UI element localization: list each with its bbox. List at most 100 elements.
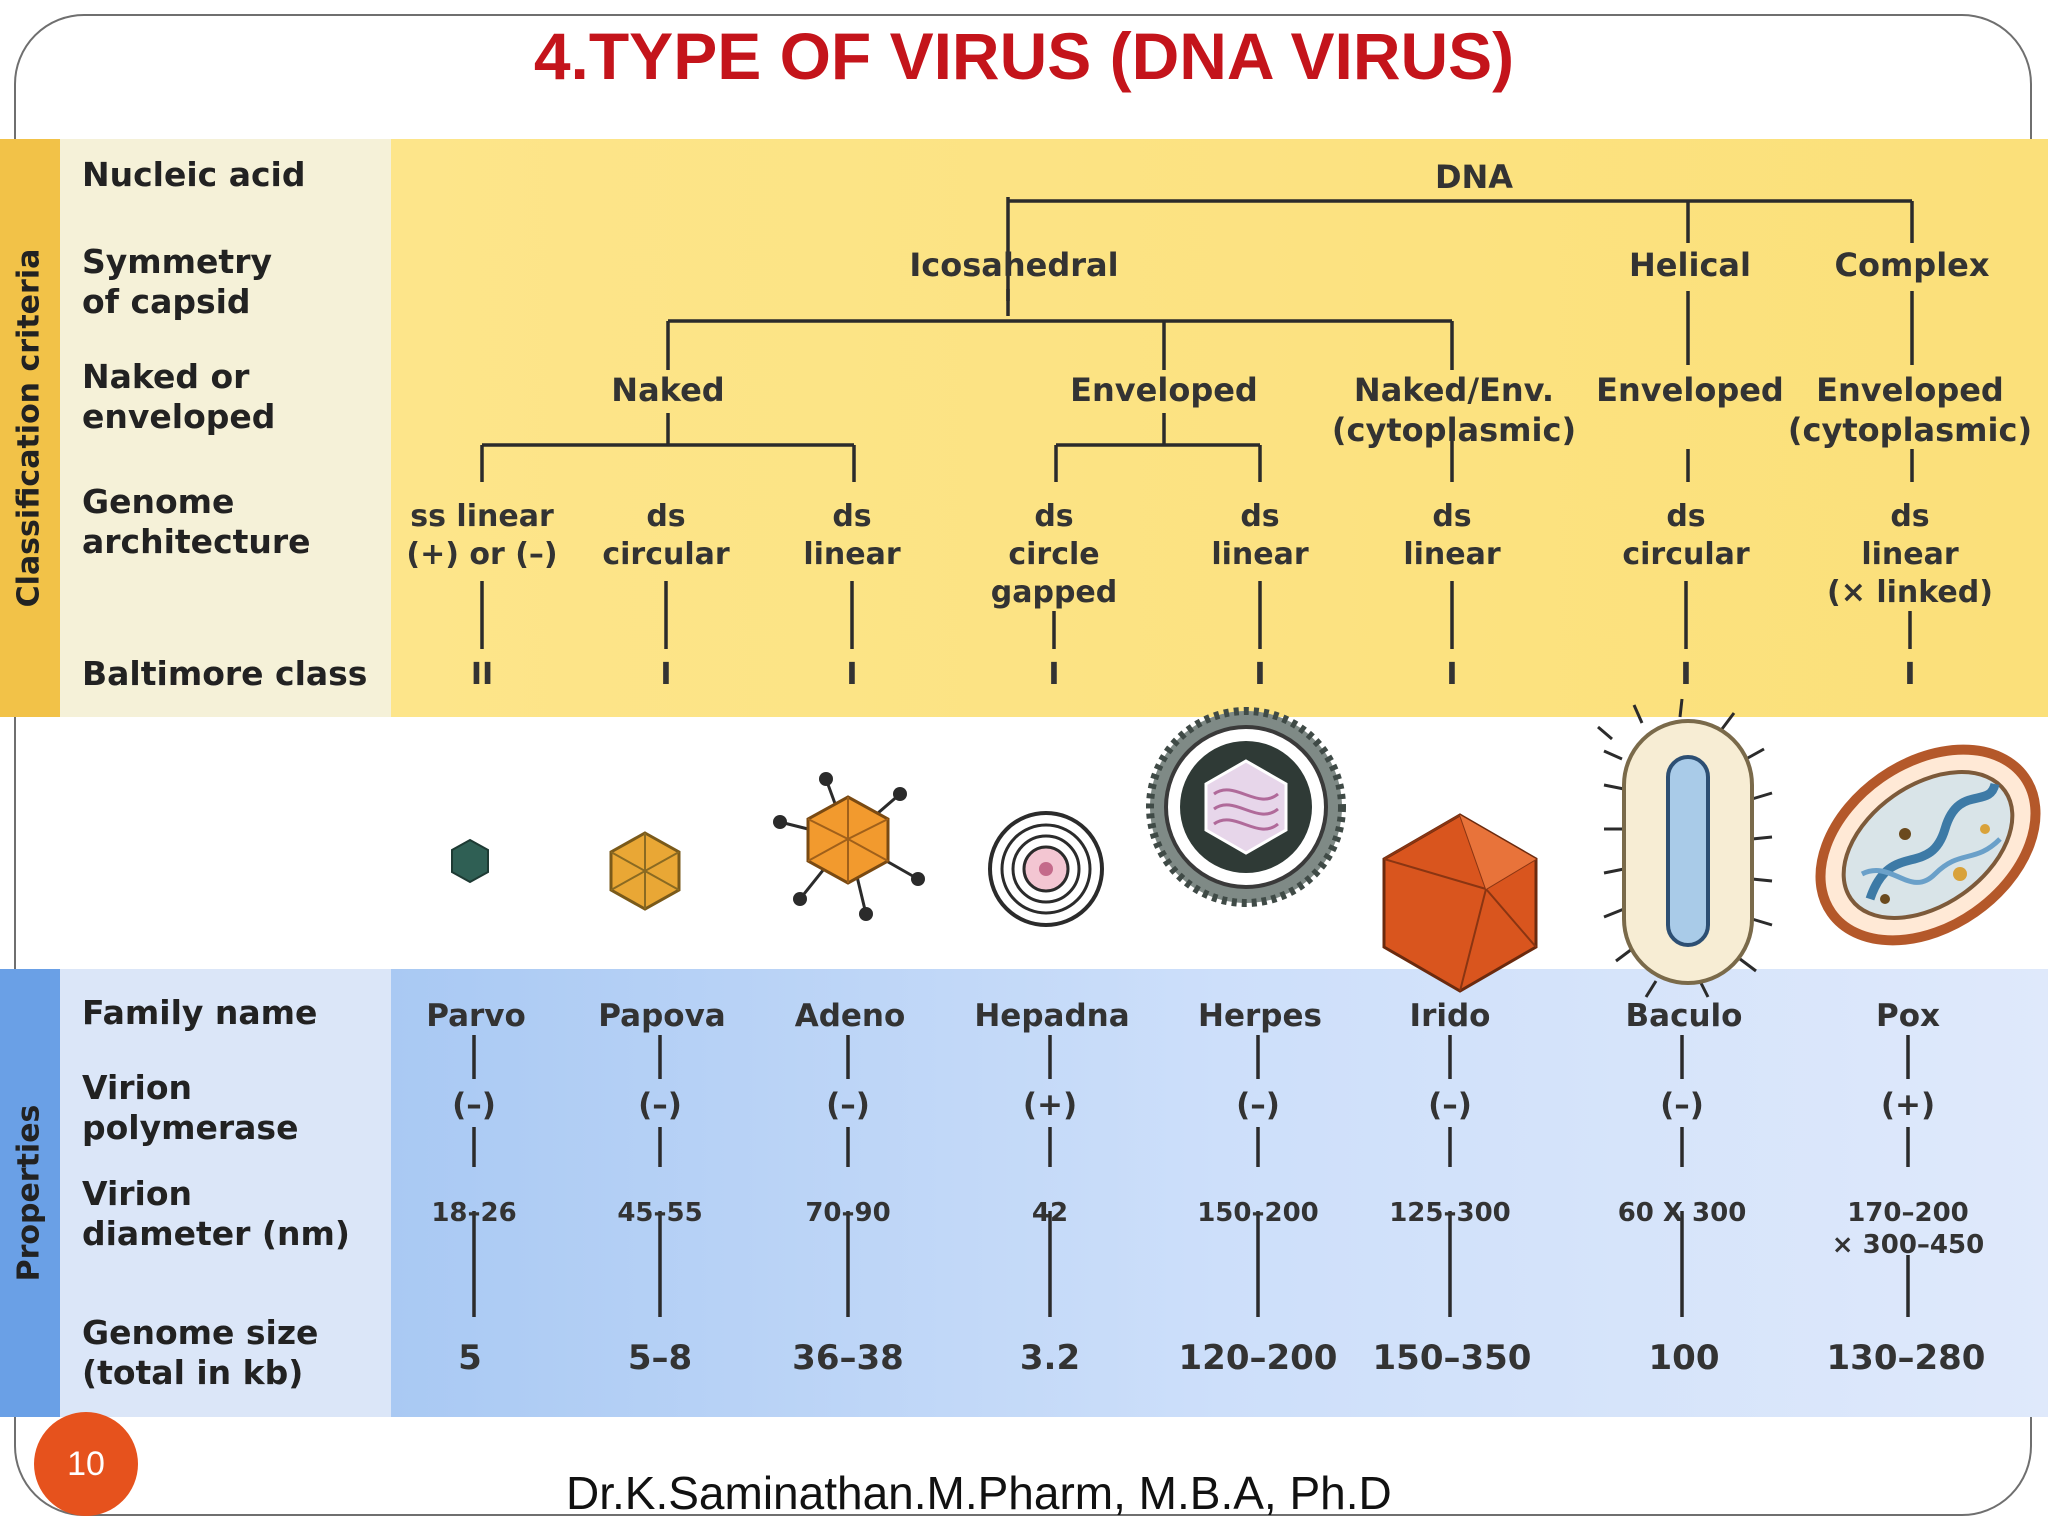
node-dna: DNA: [1435, 158, 1513, 196]
baltimore-hepadna: I: [1048, 657, 1059, 692]
virion-irido-illustration: [1382, 813, 1538, 993]
family-irido: Irido: [1410, 998, 1491, 1034]
virion-herpes-illustration: [1146, 707, 1346, 907]
family-hepadna: Hepadna: [974, 998, 1129, 1034]
classification-tree-lines: [472, 197, 1914, 1317]
dna-virus-classification-figure: Classification criteria Properties Nucle…: [0, 139, 2048, 1417]
classification-label-panel: [60, 139, 391, 717]
family-papova: Papova: [598, 998, 725, 1034]
classification-side-bar: [0, 139, 60, 717]
genome-size-adeno: 36–38: [792, 1338, 904, 1378]
virion-parvo-illustration: [451, 838, 489, 884]
genome-hepadna-line3: gapped: [991, 575, 1118, 610]
family-adeno: Adeno: [795, 998, 906, 1034]
diameter-parvo: 18–26: [431, 1198, 516, 1228]
virion-baculo-illustration: [1597, 698, 1773, 998]
diameter-baculo: 60 X 300: [1618, 1198, 1747, 1228]
node-helical-enveloped: Enveloped: [1596, 371, 1784, 409]
virion-adeno-illustration: [773, 772, 925, 921]
properties-side-bar: [0, 969, 60, 1417]
diameter-pox-line1: 170–200: [1847, 1198, 1969, 1228]
row-label-baltimore: Baltimore class: [82, 654, 367, 693]
virion-papova-illustration: [609, 831, 681, 911]
genome-adeno-line1: ds: [832, 499, 871, 534]
row-label-diameter-line2: diameter (nm): [82, 1214, 350, 1253]
genome-size-papova: 5–8: [628, 1338, 692, 1378]
genome-size-parvo: 5: [458, 1338, 482, 1378]
row-label-family: Family name: [82, 993, 317, 1032]
diameter-hepadna: 42: [1032, 1198, 1068, 1228]
genome-parvo-line2: (+) or (–): [406, 537, 557, 572]
slide-title: 4.TYPE OF VIRUS (DNA VIRUS): [533, 19, 1515, 93]
genome-size-herpes: 120–200: [1179, 1338, 1338, 1378]
polymerase-herpes: (–): [1236, 1087, 1280, 1123]
classification-criteria-label: Classification criteria: [12, 249, 47, 608]
node-complex-enveloped-line1: Enveloped: [1816, 371, 2004, 409]
genome-baculo-line1: ds: [1666, 499, 1705, 534]
polymerase-irido: (–): [1428, 1087, 1472, 1123]
baltimore-papova: I: [660, 657, 671, 692]
genome-herpes-line1: ds: [1240, 499, 1279, 534]
polymerase-parvo: (–): [452, 1087, 496, 1123]
diameter-adeno: 70–90: [805, 1198, 890, 1228]
diameter-irido: 125–300: [1389, 1198, 1511, 1228]
genome-size-pox: 130–280: [1827, 1338, 1986, 1378]
node-naked-env-line2: (cytoplasmic): [1332, 411, 1576, 449]
family-baculo: Baculo: [1626, 998, 1743, 1034]
genome-pox-line1: ds: [1890, 499, 1929, 534]
genome-size-baculo: 100: [1649, 1338, 1720, 1378]
properties-label: Properties: [12, 1105, 47, 1282]
genome-hepadna-line1: ds: [1034, 499, 1073, 534]
genome-irido-line2: linear: [1403, 537, 1501, 572]
virion-pox-illustration: [1815, 744, 2041, 946]
genome-herpes-line2: linear: [1211, 537, 1309, 572]
properties-panel: [391, 969, 2048, 1417]
row-label-naked-line2: enveloped: [82, 397, 275, 436]
author-footer: Dr.K.Saminathan.M.Pharm, M.B.A, Ph.D: [566, 1467, 1392, 1519]
row-label-genome-size-line1: Genome size: [82, 1313, 318, 1352]
polymerase-adeno: (–): [826, 1087, 870, 1123]
virion-hepadna-illustration: [988, 811, 1104, 927]
baltimore-baculo: I: [1680, 657, 1691, 692]
row-label-genome-size-line2: (total in kb): [82, 1353, 303, 1392]
polymerase-papova: (–): [638, 1087, 682, 1123]
node-helical: Helical: [1629, 246, 1751, 284]
genome-parvo-line1: ss linear: [410, 499, 554, 534]
row-label-polymerase-line2: polymerase: [82, 1108, 298, 1147]
genome-baculo-line2: circular: [1622, 537, 1750, 572]
row-label-symmetry-line2: of capsid: [82, 282, 251, 321]
family-pox: Pox: [1876, 998, 1940, 1034]
genome-size-irido: 150–350: [1373, 1338, 1532, 1378]
family-herpes: Herpes: [1198, 998, 1322, 1034]
row-label-genome-line1: Genome: [82, 482, 234, 521]
row-label-nucleic-acid: Nucleic acid: [82, 155, 306, 194]
polymerase-hepadna: (+): [1023, 1087, 1077, 1123]
diameter-papova: 45–55: [617, 1198, 702, 1228]
row-label-genome-line2: architecture: [82, 522, 311, 561]
page-number-badge: 10: [34, 1412, 138, 1516]
row-label-naked-line1: Naked or: [82, 357, 250, 396]
row-label-symmetry-line1: Symmetry: [82, 242, 272, 281]
baltimore-herpes: I: [1254, 657, 1265, 692]
polymerase-baculo: (–): [1660, 1087, 1704, 1123]
family-parvo: Parvo: [426, 998, 526, 1034]
genome-adeno-line2: linear: [803, 537, 901, 572]
properties-label-panel: [60, 969, 391, 1417]
genome-hepadna-line2: circle: [1008, 537, 1099, 572]
baltimore-parvo: II: [471, 657, 493, 692]
genome-pox-line3: (× linked): [1827, 575, 1993, 610]
node-enveloped: Enveloped: [1070, 371, 1258, 409]
genome-pox-line2: linear: [1861, 537, 1959, 572]
node-icosahedral: Icosahedral: [909, 246, 1118, 284]
node-naked: Naked: [611, 371, 724, 409]
diameter-pox-line2: × 300–450: [1832, 1230, 1984, 1260]
baltimore-irido: I: [1446, 657, 1457, 692]
polymerase-pox: (+): [1881, 1087, 1935, 1123]
genome-size-hepadna: 3.2: [1020, 1338, 1080, 1378]
diameter-herpes: 150–200: [1197, 1198, 1319, 1228]
genome-irido-line1: ds: [1432, 499, 1471, 534]
row-label-diameter-line1: Virion: [82, 1174, 192, 1213]
row-label-polymerase-line1: Virion: [82, 1068, 192, 1107]
genome-papova-line2: circular: [602, 537, 730, 572]
baltimore-adeno: I: [846, 657, 857, 692]
